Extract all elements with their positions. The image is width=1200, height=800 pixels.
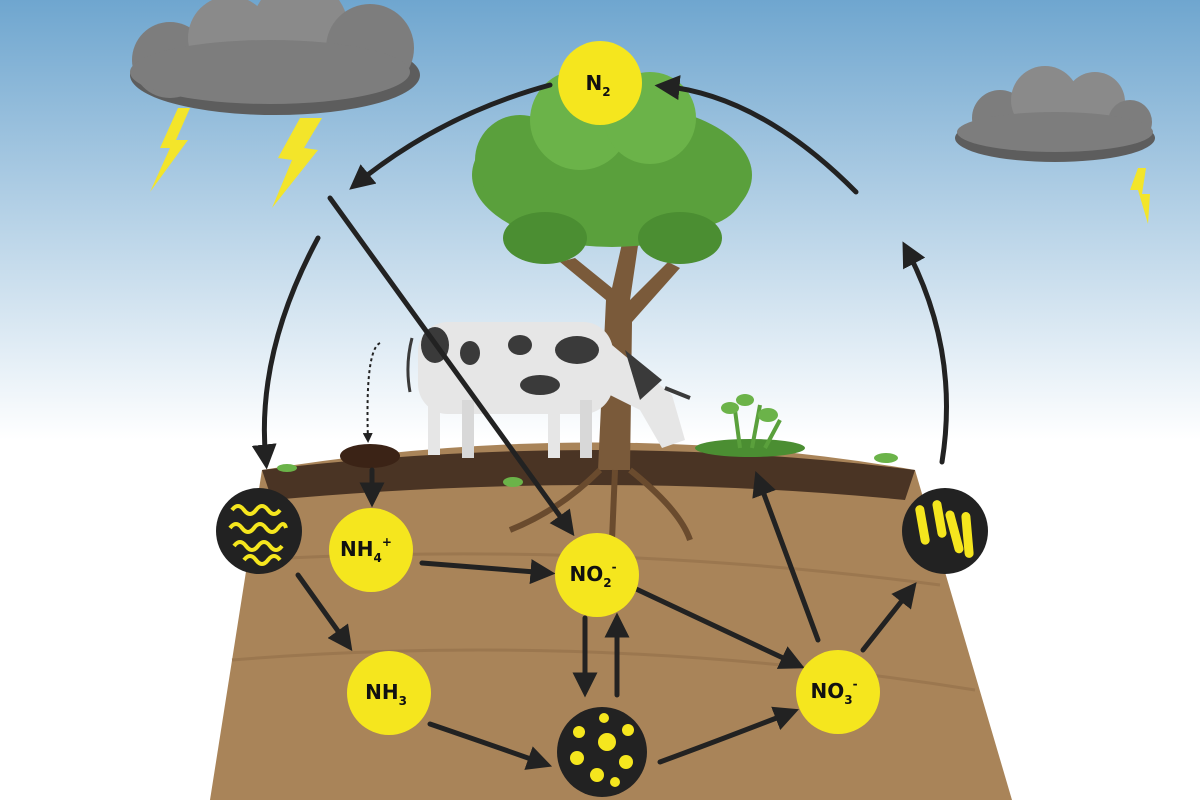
node-n2-sub: 2 [602, 85, 610, 99]
node-nh4-base: NH [340, 537, 373, 561]
arrow-no3-to-plant [752, 470, 821, 643]
arrow-no2-to-no3 [631, 585, 805, 669]
node-no2: NO2- [555, 533, 639, 617]
lightning-icon [1130, 168, 1150, 224]
arrow-nh4-to-no2 [419, 559, 556, 585]
plant-icon [695, 394, 805, 457]
small-cloud-icon [955, 66, 1155, 162]
lightning-icon [150, 108, 322, 208]
leaf-icon [503, 477, 523, 487]
arrow-to-fixing-bacteria [251, 235, 321, 470]
node-no2-base: NO [569, 562, 603, 586]
node-nh4-sup: + [382, 535, 392, 549]
node-nh3-base: NH [365, 680, 398, 704]
node-no3-base: NO [810, 679, 844, 703]
node-nh3-sub: 3 [399, 694, 407, 708]
svg-text:NO2-: NO2- [569, 560, 616, 590]
node-nh4: NH4+ [329, 508, 413, 592]
node-no2-sub: 2 [603, 576, 611, 590]
arrow-to-n2 [654, 75, 859, 195]
nitrifying-bacteria-icon [557, 707, 647, 797]
denitrifying-bacteria-icon [902, 488, 988, 574]
svg-text:N2: N2 [585, 71, 610, 99]
arrow-lightning-to-no2 [327, 195, 575, 537]
arrow-nh3-to-nitrifying [427, 721, 553, 770]
node-nh4-sub: 4 [374, 551, 382, 565]
storm-cloud-icon [130, 0, 420, 115]
svg-text:NH4+: NH4+ [340, 535, 392, 565]
arrow-nitrifying-to-no3 [657, 706, 799, 765]
leaf-icon [277, 464, 297, 472]
svg-text:NO3-: NO3- [810, 677, 857, 707]
node-n2: N2 [558, 41, 642, 125]
node-no2-sup: - [612, 560, 617, 574]
manure-icon [340, 342, 400, 468]
node-no3-sub: 3 [844, 693, 852, 707]
node-n2-base: N [585, 71, 602, 95]
node-nh3: NH3 [347, 651, 431, 735]
arrow-fixing-to-nh3 [295, 572, 353, 652]
cycle-arrows [251, 75, 949, 770]
arrow-no3-to-denitrifying [860, 582, 917, 653]
arrow-denitrifying-to-sky [902, 241, 949, 465]
leaf-icon [874, 453, 898, 463]
svg-text:NH3: NH3 [365, 680, 407, 708]
tree-icon [472, 70, 752, 542]
nitrogen-fixing-bacteria-icon [216, 488, 302, 574]
arrow-n2-to-lightning [349, 82, 553, 190]
node-no3-sup: - [853, 677, 858, 691]
node-no3: NO3- [796, 650, 880, 734]
